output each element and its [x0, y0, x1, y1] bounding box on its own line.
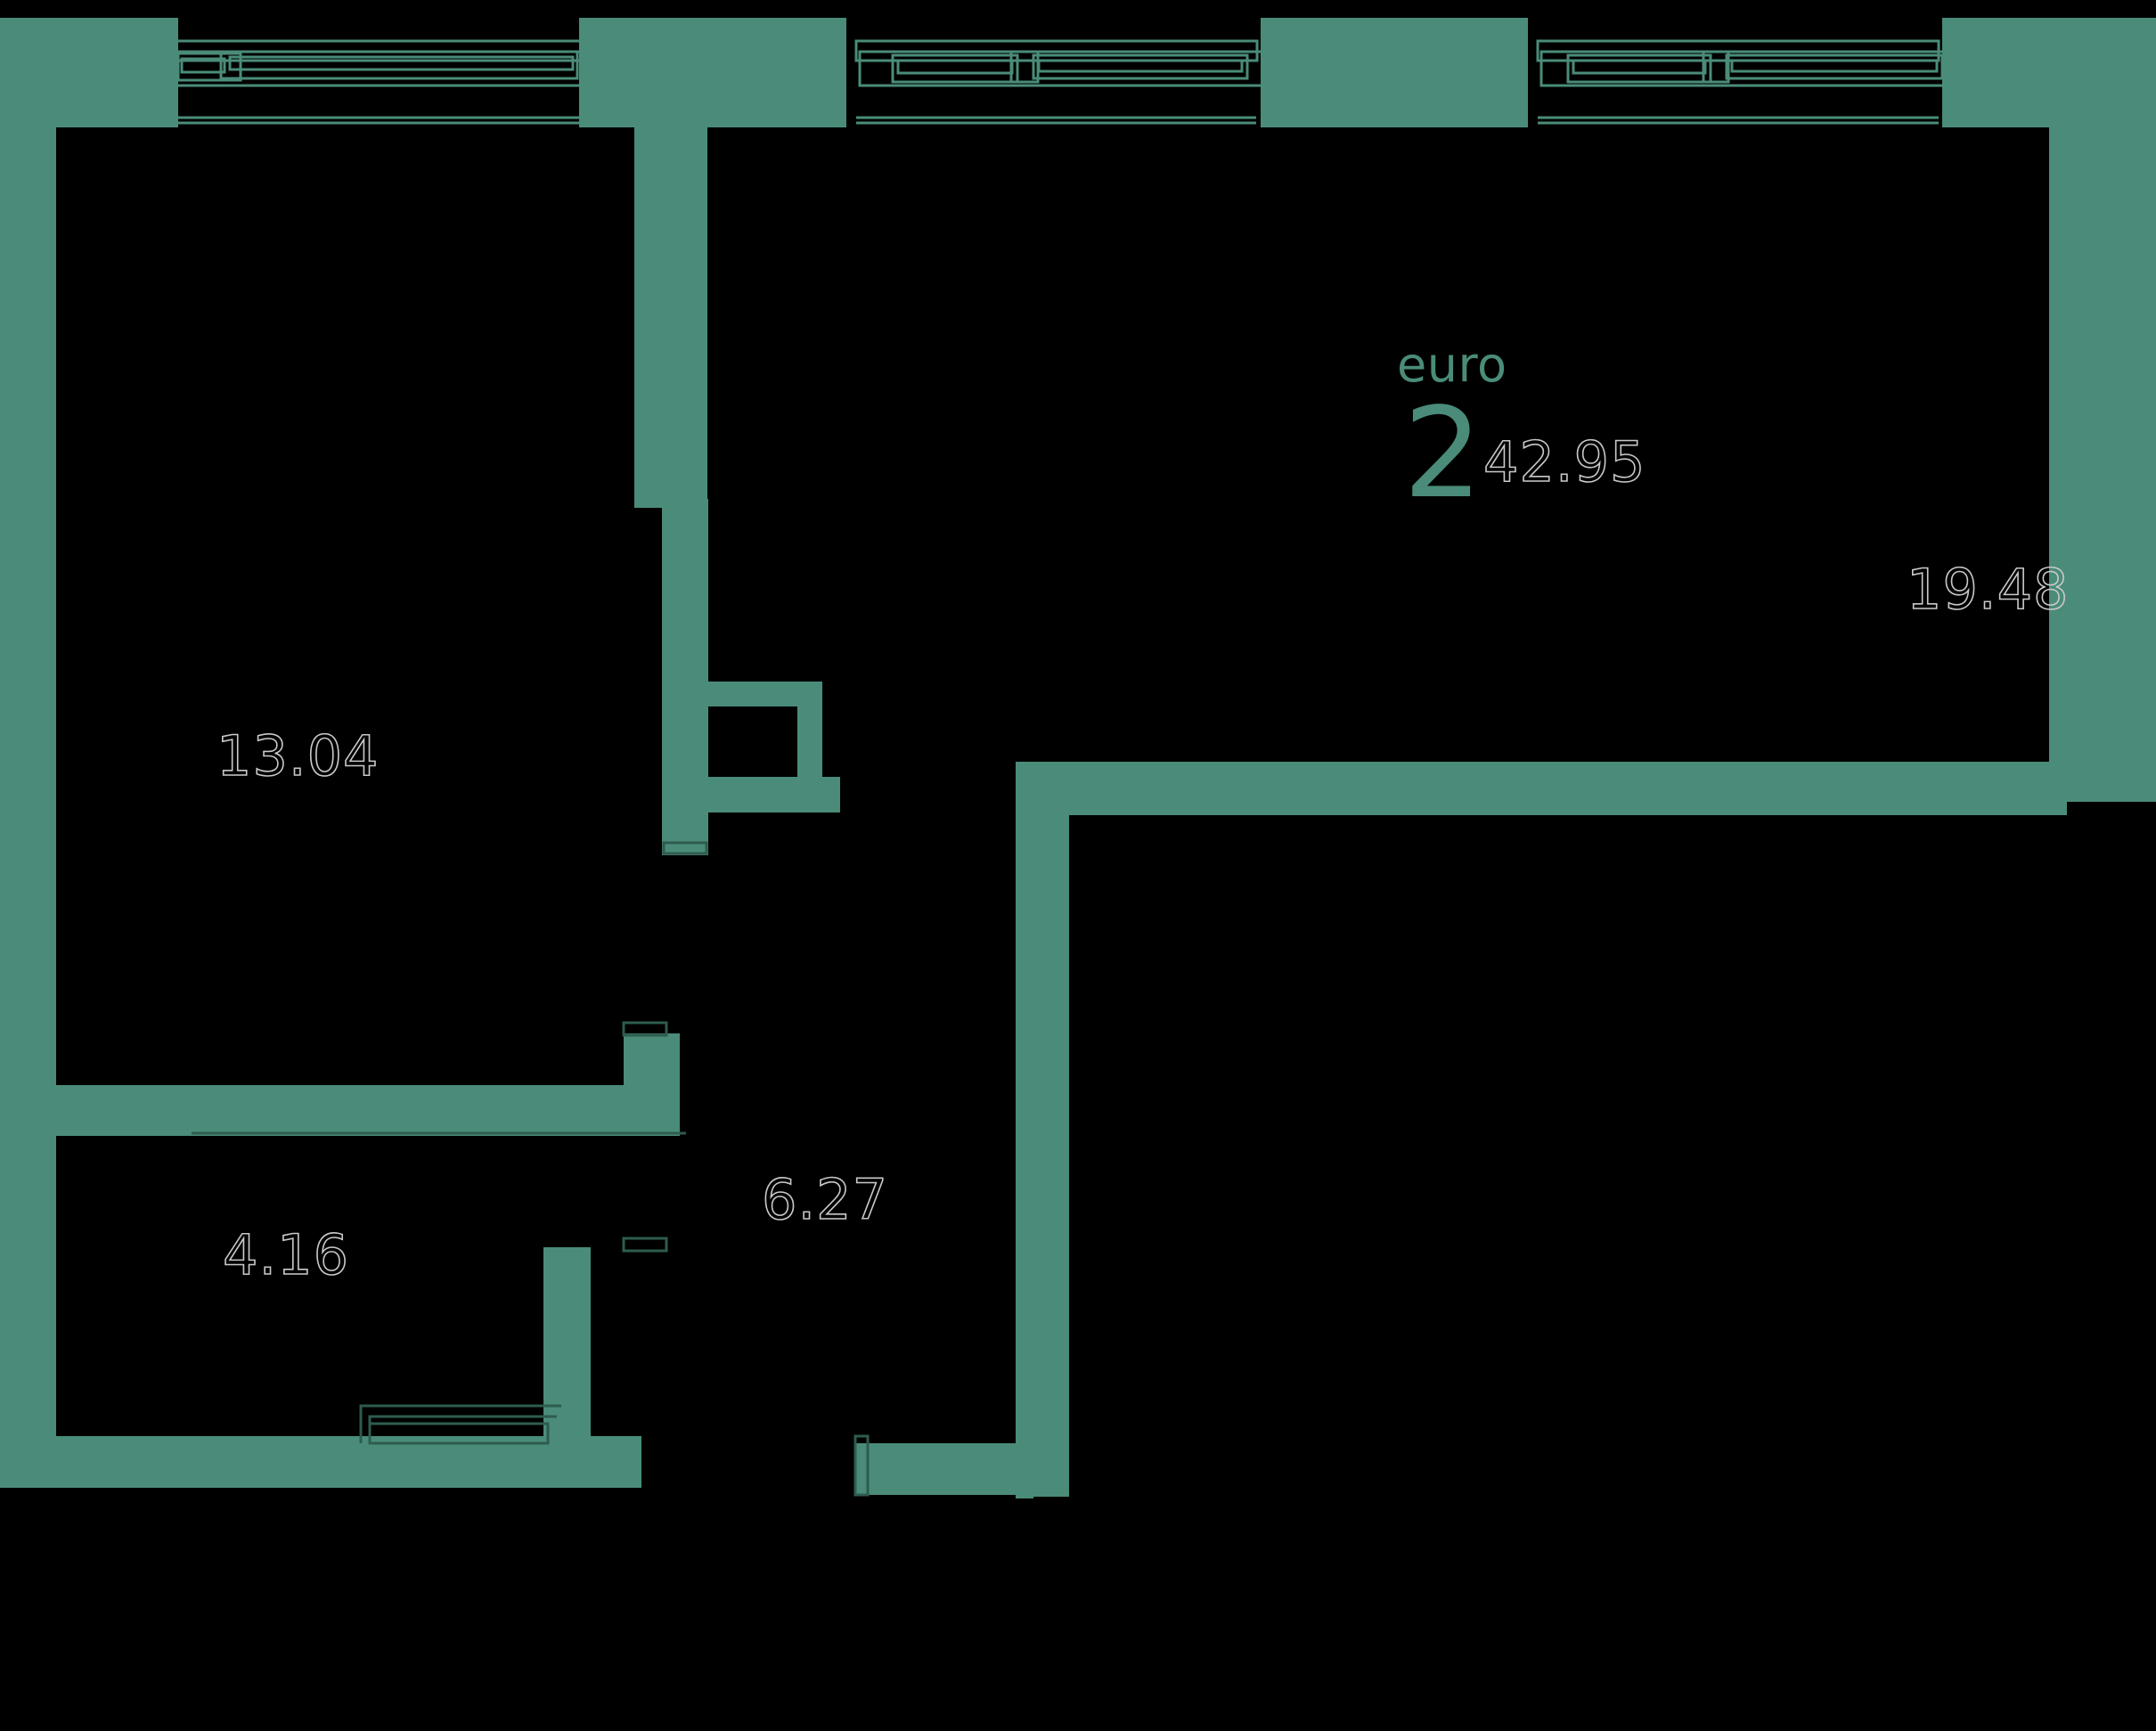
door-group — [192, 841, 870, 1497]
window-top-left — [172, 39, 585, 125]
window-group — [172, 39, 1951, 125]
wall-group-interior — [56, 116, 2067, 1497]
wall-group-exterior — [0, 18, 2156, 1498]
window-top-middle — [854, 39, 1271, 125]
window-top-right — [1536, 39, 1951, 125]
